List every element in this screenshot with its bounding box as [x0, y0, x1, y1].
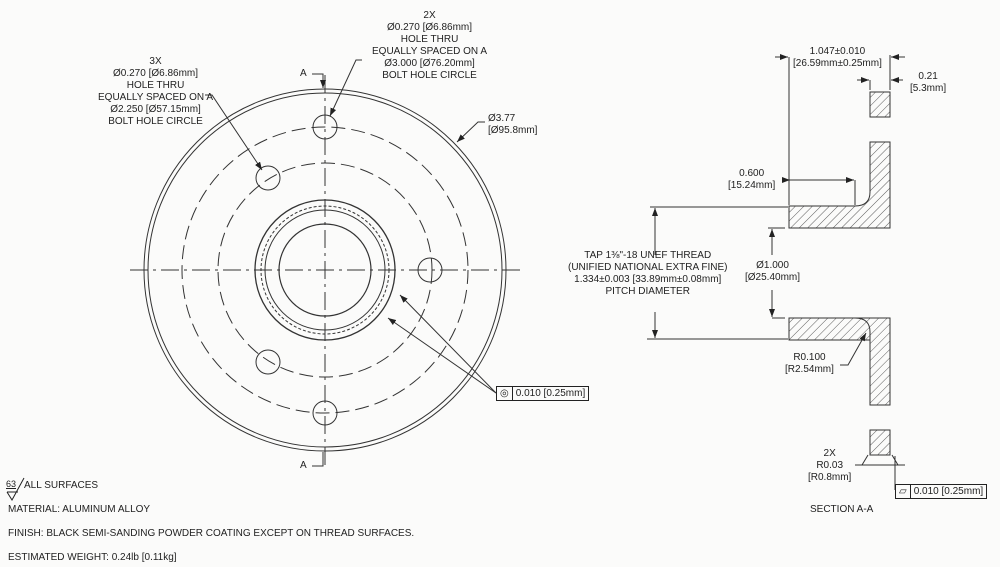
- flatness-icon: ▱: [896, 485, 911, 498]
- wall-thickness-dim: 0.21[5.3mm]: [910, 71, 947, 94]
- bolt-hole: [255, 165, 281, 191]
- roughness-value: 63: [6, 479, 17, 489]
- thread-depth-dim: 0.600[15.24mm]: [728, 168, 776, 191]
- bore-diameter-dim: Ø1.000[Ø25.40mm]: [745, 260, 801, 283]
- section-marker-bottom: A: [300, 460, 307, 471]
- flatness-frame: ▱ 0.010 [0.25mm]: [895, 484, 988, 499]
- section-marker-top: A: [300, 68, 307, 79]
- plan-view: [130, 59, 520, 467]
- concentricity-icon: ◎: [497, 387, 513, 400]
- fillet-radius-dim: R0.100[R2.54mm]: [785, 352, 834, 375]
- concentricity-frame: ◎ 0.010 [0.25mm]: [496, 386, 590, 401]
- finish-note: FINISH: BLACK SEMI-SANDING POWDER COATIN…: [8, 528, 415, 539]
- outer-diameter-dim: Ø3.77[Ø95.8mm]: [488, 113, 538, 136]
- thread-callout: TAP 1⅜"-18 UNEF THREAD(UNIFIED NATIONAL …: [568, 250, 728, 297]
- section-title: SECTION A-A: [810, 504, 874, 515]
- material-note: MATERIAL: ALUMINUM ALLOY: [8, 504, 151, 515]
- weight-note: ESTIMATED WEIGHT: 0.24lb [0.11kg]: [8, 552, 177, 563]
- roughness-symbol: [6, 477, 25, 501]
- bolt-circle-3000: [181, 126, 469, 414]
- overall-width-dim: 1.047±0.010[26.59mm±0.25mm]: [793, 46, 882, 69]
- surface-label: ALL SURFACES: [24, 480, 99, 491]
- section-view: [647, 54, 905, 490]
- bolt-hole: [255, 349, 281, 375]
